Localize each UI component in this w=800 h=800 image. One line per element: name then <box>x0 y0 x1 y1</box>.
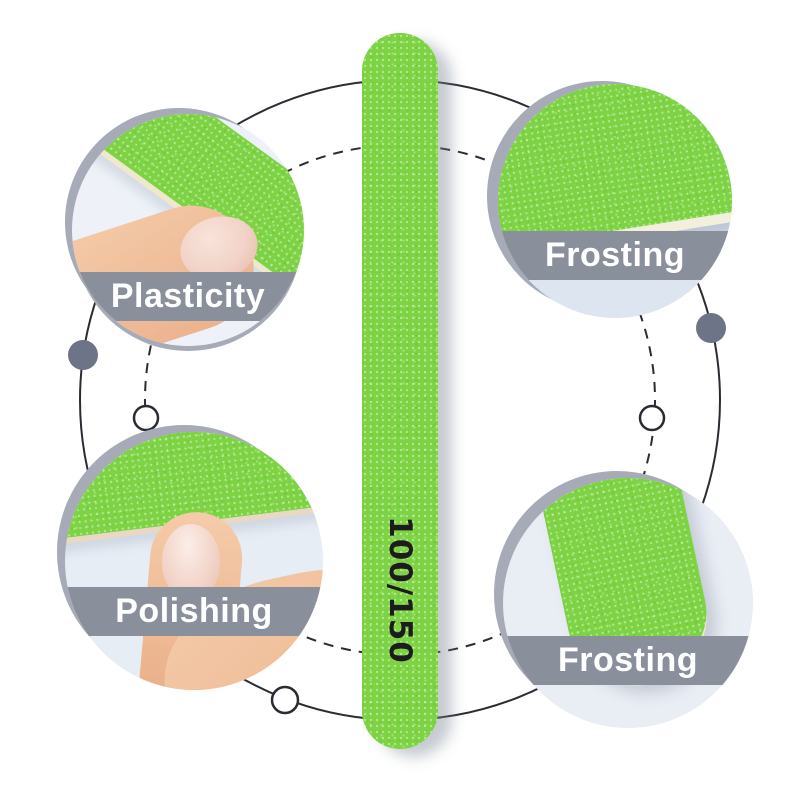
callout-plasticity: Plasticity <box>72 114 304 346</box>
callout-label-band: Polishing <box>65 586 323 636</box>
orbit-dot-left <box>68 340 98 370</box>
callout-photo-frosting-bottom: Frosting <box>503 478 753 728</box>
fingernail <box>162 524 220 598</box>
callout-label: Frosting <box>558 640 698 679</box>
callout-label-band: Plasticity <box>72 271 304 321</box>
callout-photo-polishing: Polishing <box>65 432 323 690</box>
callout-label-band: Frosting <box>503 635 753 685</box>
callout-label: Frosting <box>545 236 685 275</box>
orbit-node-right <box>638 404 666 432</box>
orbit-node-left <box>132 404 160 432</box>
orbit-dot-right <box>696 313 726 343</box>
grit-size-label: 100/150 <box>382 516 418 664</box>
callout-photo-plasticity: Plasticity <box>72 114 304 346</box>
callout-label-band: Frosting <box>498 231 732 281</box>
orbit-node-bottom <box>270 685 300 715</box>
callout-frosting-bottom: Frosting <box>503 478 753 728</box>
callout-photo-frosting-top: Frosting <box>498 84 732 318</box>
callout-label: Polishing <box>115 591 273 630</box>
callout-label: Plasticity <box>110 276 266 315</box>
callout-frosting-top: Frosting <box>498 84 732 318</box>
callout-polishing: Polishing <box>65 432 323 690</box>
nail-file-product: 100/150 <box>362 33 438 749</box>
